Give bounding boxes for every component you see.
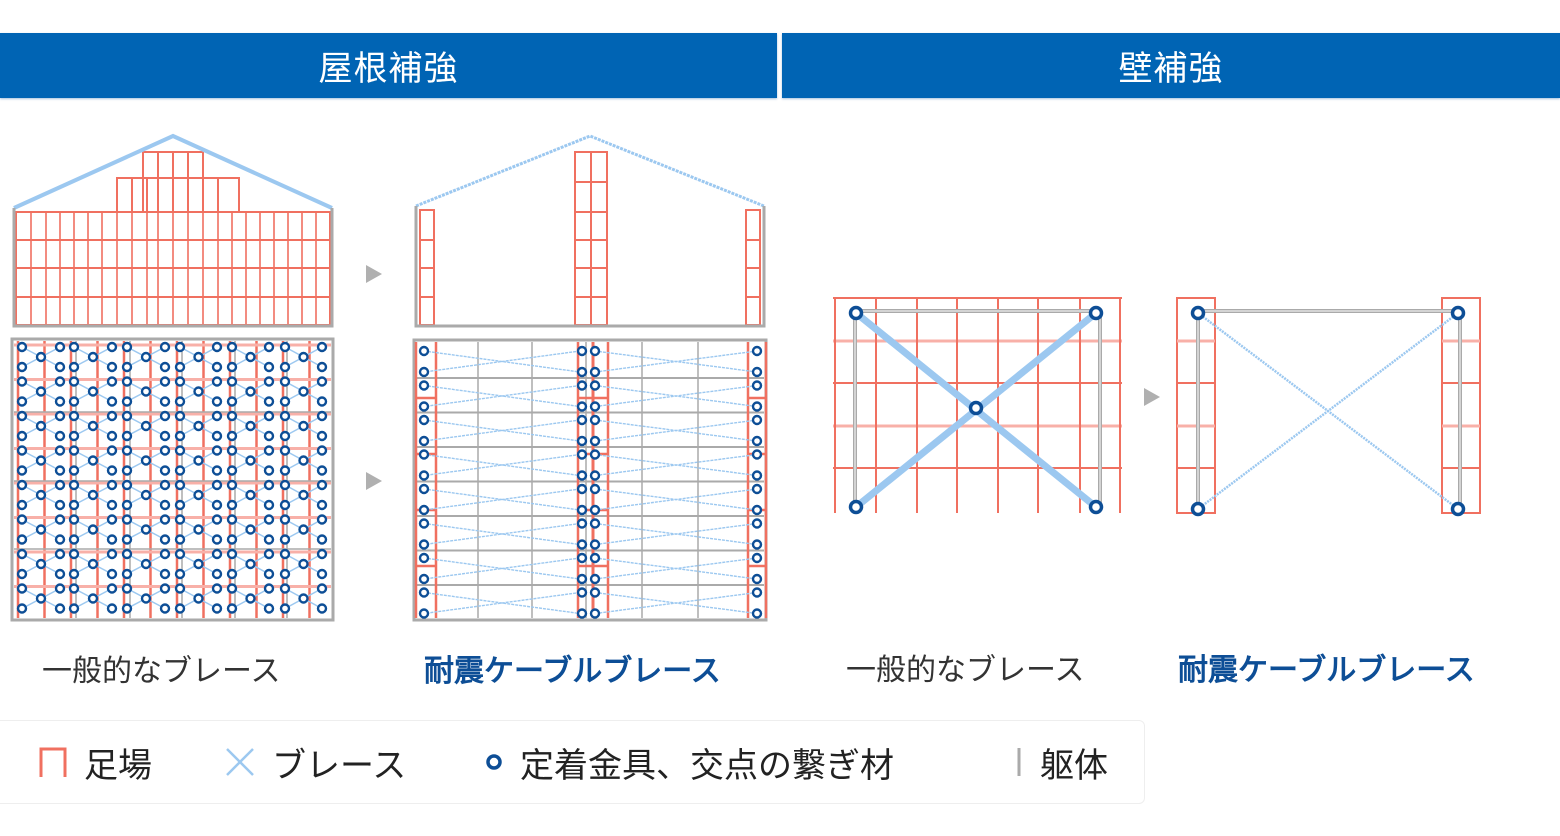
legend-label-frame: 躯体 <box>1040 745 1108 786</box>
legend-label-brace: ブレース <box>272 745 407 786</box>
roof-cable-elevation-diagram <box>414 134 766 328</box>
anchor-circles <box>1190 305 1466 517</box>
legend: 足場 ブレース 定着金具、交点の繋ぎ材 躯体 <box>0 720 1145 804</box>
wall-general-diagram <box>833 297 1122 515</box>
frame-outline <box>414 206 766 328</box>
legend-label-scaffold: 足場 <box>84 745 152 786</box>
scaffold-icon <box>39 747 67 777</box>
roof-general-plan-diagram <box>10 337 335 622</box>
legend-item-brace: ブレース <box>224 721 406 803</box>
roof-brace-line <box>13 133 333 210</box>
arrow-right-icon <box>366 472 382 490</box>
frame-outline <box>12 208 334 328</box>
roof-cable-brace-line <box>415 134 765 208</box>
legend-item-frame: 躯体 <box>1014 721 1108 803</box>
legend-label-anchor: 定着金具、交点の繋ぎ材 <box>520 745 894 786</box>
wall-reinforcement-header: 壁補強 <box>782 33 1560 98</box>
wall-cable-caption: 耐震ケーブルブレース <box>1178 653 1475 688</box>
roof-reinforcement-header: 屋根補強 <box>0 33 777 98</box>
scaffold-towers <box>419 151 761 326</box>
arrow-right-icon <box>366 265 382 283</box>
brace-x-icon <box>226 748 254 776</box>
roof-cable-caption: 耐震ケーブルブレース <box>424 654 721 689</box>
wall-cable-diagram <box>1176 297 1481 517</box>
scaffold-verticals <box>30 212 317 325</box>
frame-line-icon <box>1017 748 1021 776</box>
roof-general-caption: 一般的なブレース <box>42 654 281 689</box>
legend-item-scaffold: 足場 <box>38 721 152 803</box>
arrow-right-icon <box>1144 388 1160 406</box>
roof-cable-plan-diagram <box>412 338 768 622</box>
wall-general-caption: 一般的なブレース <box>846 653 1085 688</box>
legend-item-anchor: 定着金具、交点の繋ぎ材 <box>484 721 894 803</box>
roof-header-title: 屋根補強 <box>318 49 459 89</box>
cable-brace-x <box>1197 312 1459 510</box>
anchor-circle-icon <box>486 754 502 770</box>
roof-general-elevation-diagram <box>12 133 334 328</box>
anchor-circles <box>848 305 1104 515</box>
wall-header-title: 壁補強 <box>1118 49 1224 89</box>
